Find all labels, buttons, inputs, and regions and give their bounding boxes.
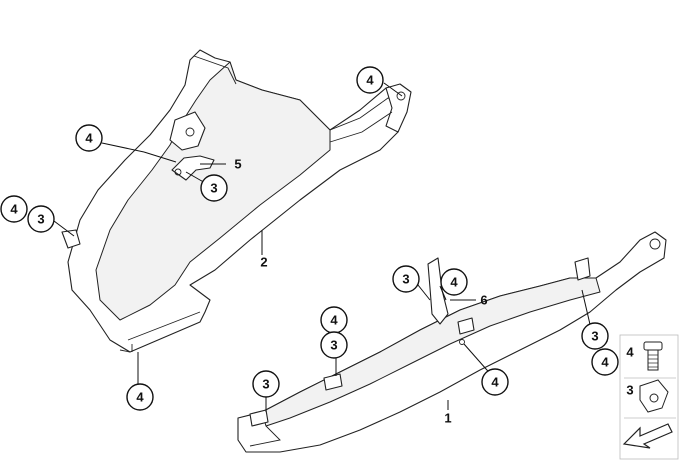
svg-text:3: 3 (37, 212, 44, 227)
svg-text:3: 3 (330, 338, 337, 353)
callout-c14: 4 (591, 348, 619, 376)
callout-c08: 4 (440, 268, 468, 296)
svg-text:4: 4 (366, 73, 374, 88)
callout-c06: 4 (126, 383, 154, 411)
part-2-upper-panel (61, 49, 412, 353)
part-labels: 2 5 6 1 (234, 157, 487, 426)
part-label-1: 1 (444, 411, 451, 426)
svg-text:4: 4 (10, 202, 18, 217)
callout-c09: 4 (320, 306, 348, 334)
svg-text:4: 4 (330, 313, 338, 328)
callout-c07: 3 (392, 265, 420, 293)
arrow-icon (622, 423, 673, 449)
legend-bolt-number: 4 (626, 345, 634, 360)
callout-c10: 3 (320, 331, 348, 359)
legend-clip-number: 3 (626, 383, 633, 398)
part-1-lower-spoiler (237, 231, 667, 453)
svg-text:3: 3 (262, 377, 269, 392)
svg-text:3: 3 (402, 272, 409, 287)
svg-text:4: 4 (136, 390, 144, 405)
callouts: 4 4 3 4 3 4 3 4 (0, 66, 619, 411)
svg-text:3: 3 (210, 181, 217, 196)
svg-text:4: 4 (85, 131, 93, 146)
fastener-legend: 4 3 (619, 334, 679, 460)
svg-text:4: 4 (601, 355, 609, 370)
callout-c04: 4 (0, 195, 28, 223)
part-label-5: 5 (234, 157, 241, 172)
bolt-icon (643, 341, 663, 371)
callout-c13: 3 (581, 322, 609, 350)
callout-c01: 4 (356, 66, 384, 94)
clip-nut-icon (639, 379, 669, 413)
callout-c12: 4 (481, 368, 509, 396)
part-label-2: 2 (260, 255, 267, 270)
callout-c11: 3 (252, 370, 280, 398)
callout-c02: 4 (75, 124, 103, 152)
svg-text:4: 4 (491, 375, 499, 390)
part-6-bracket (427, 257, 449, 325)
svg-text:4: 4 (450, 275, 458, 290)
svg-text:3: 3 (591, 329, 598, 344)
part-label-6: 6 (480, 293, 487, 308)
callout-c05: 3 (27, 205, 55, 233)
callout-c03: 3 (200, 174, 228, 202)
